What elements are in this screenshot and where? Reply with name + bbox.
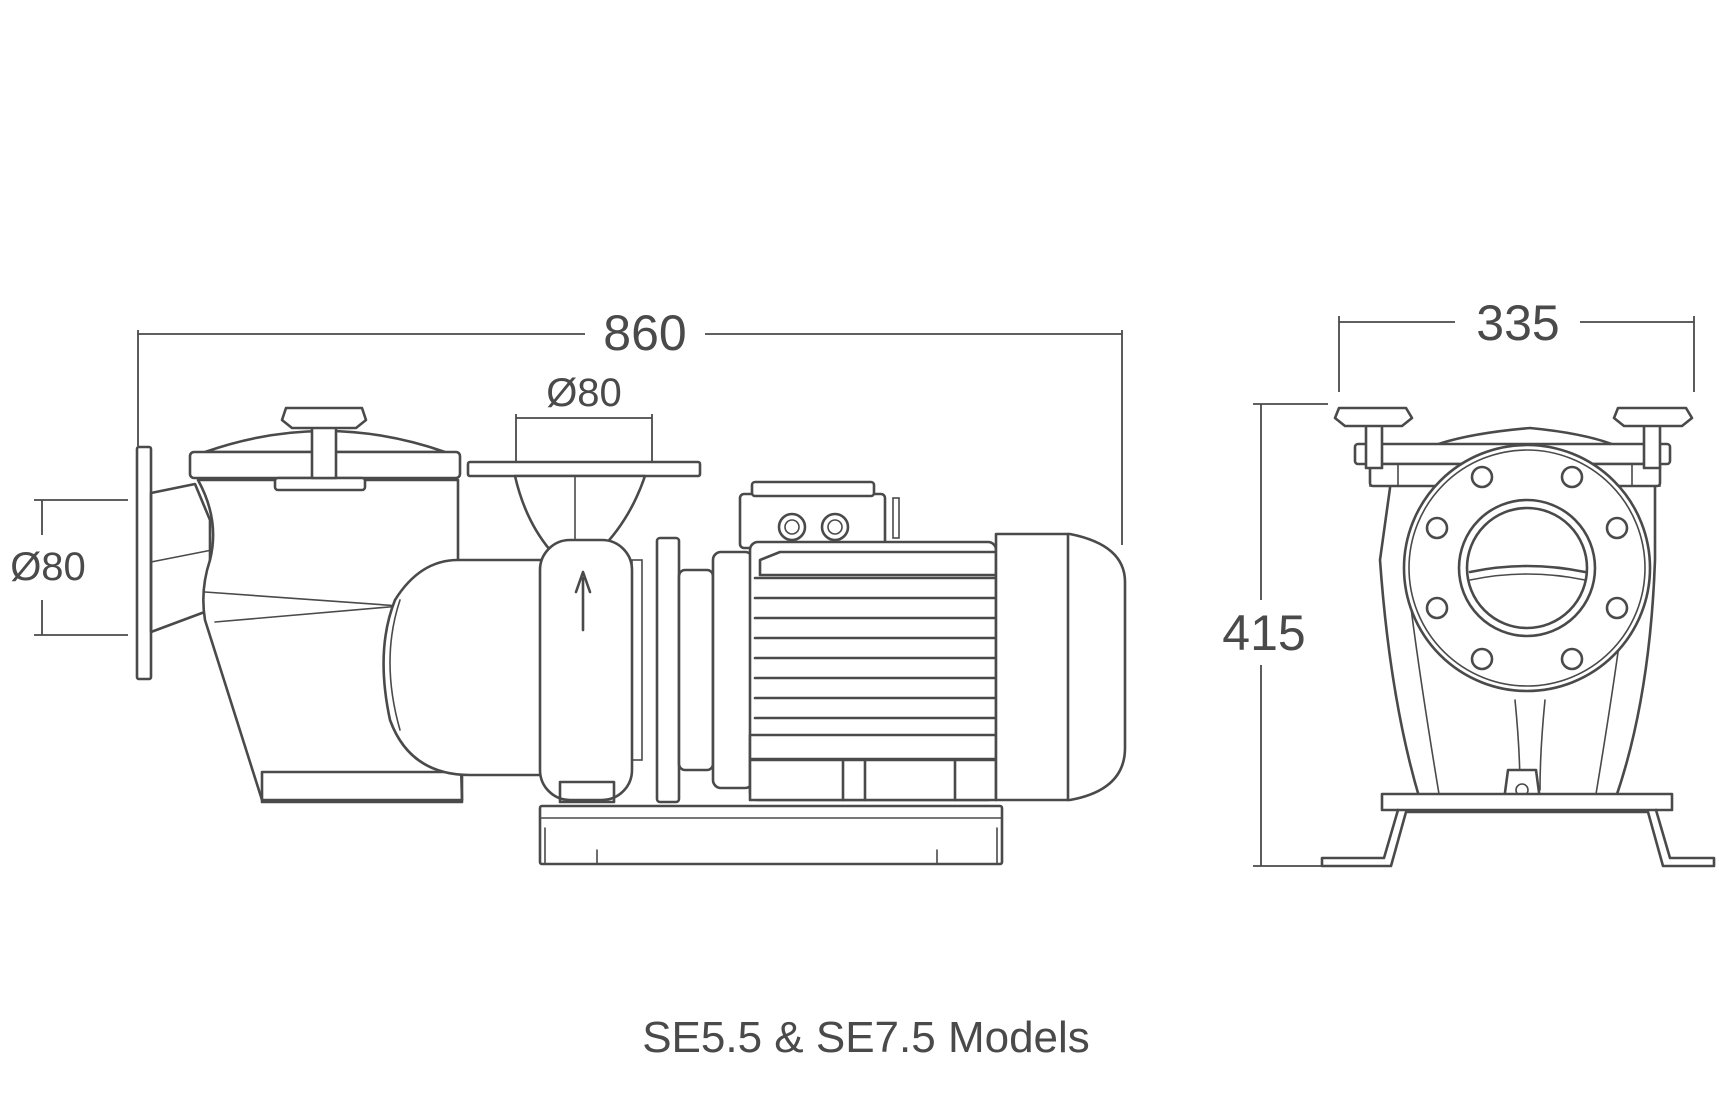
base-plate bbox=[538, 804, 1004, 866]
cooling-fins bbox=[753, 576, 998, 740]
inlet-flange bbox=[135, 445, 153, 681]
dimension-label-inlet-diameter: Ø80 bbox=[10, 545, 86, 589]
dimension-label-width: 335 bbox=[1476, 295, 1559, 351]
side-view bbox=[135, 406, 1127, 866]
front-base-frame bbox=[1380, 792, 1674, 812]
cable-gland-2 bbox=[820, 512, 850, 542]
dimension-label-outlet-diameter: Ø80 bbox=[546, 371, 622, 415]
cable-gland-1 bbox=[777, 512, 807, 542]
terminal-box bbox=[738, 492, 887, 550]
front-view bbox=[1320, 406, 1716, 868]
fan-cover bbox=[994, 532, 1127, 802]
dimension-label-height: 415 bbox=[1222, 605, 1305, 661]
front-knob-right-icon bbox=[1612, 406, 1694, 428]
flow-arrow-icon bbox=[574, 570, 592, 632]
lid-knob-icon bbox=[280, 406, 368, 430]
volute-housing bbox=[382, 558, 547, 777]
coupling-flange bbox=[655, 536, 681, 804]
models-caption: SE5.5 & SE7.5 Models bbox=[642, 1013, 1090, 1062]
inlet-pipe bbox=[149, 482, 212, 634]
dimension-label-length: 860 bbox=[603, 305, 686, 361]
outlet-flange bbox=[466, 460, 702, 478]
inlet-opening bbox=[1457, 498, 1597, 638]
front-knob-left-icon bbox=[1333, 406, 1414, 428]
bolt-holes bbox=[1425, 465, 1629, 671]
front-feet bbox=[1320, 808, 1716, 868]
dimension-lines bbox=[34, 316, 1695, 867]
